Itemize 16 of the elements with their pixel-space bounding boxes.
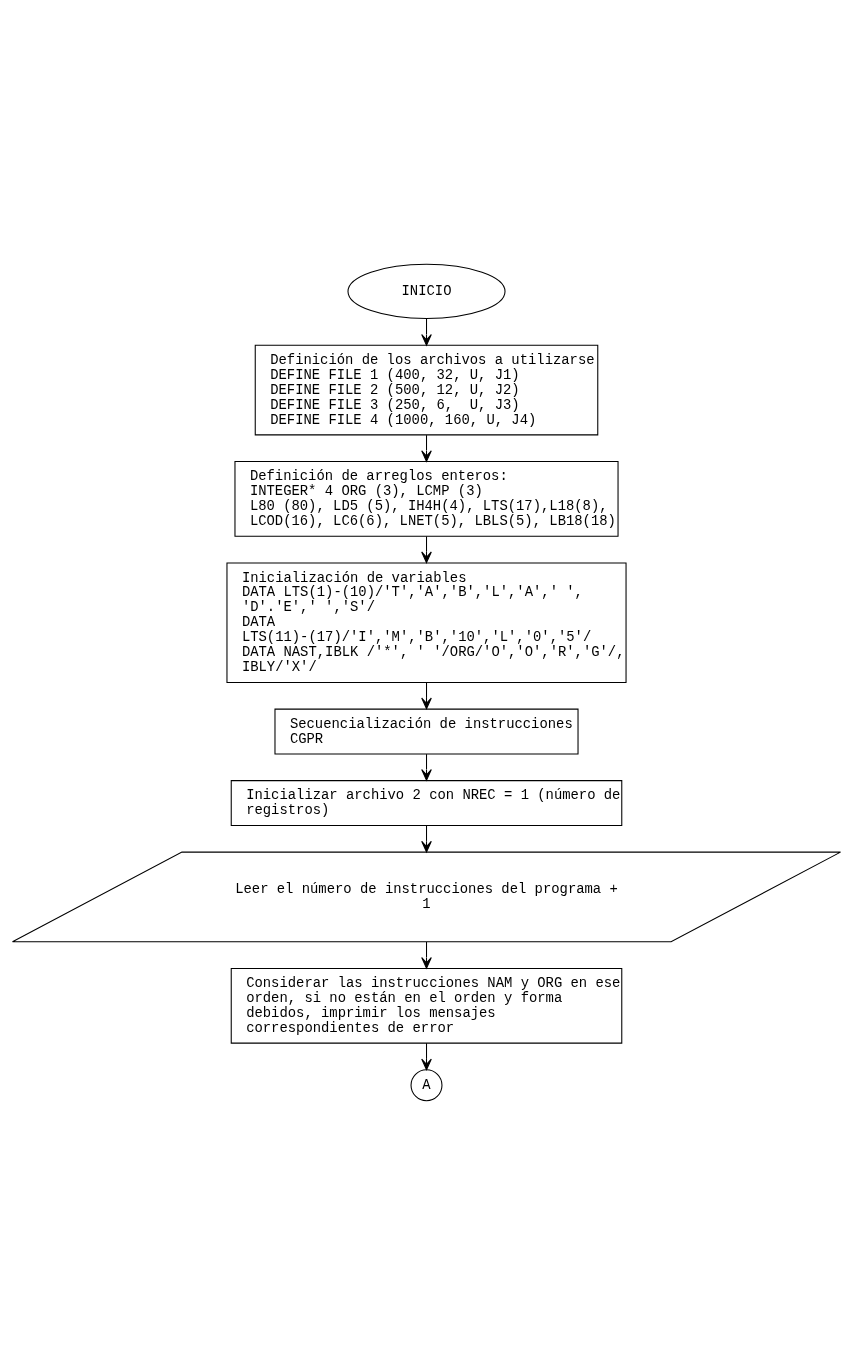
node-box: Secuencialización de instrucciones CGPR (274, 708, 579, 754)
arrow (421, 940, 432, 969)
arrow (421, 317, 432, 346)
node-box: Definición de arreglos enteros: INTEGER* 4 ORG (3), LCMP (3) L80 (80), LD5 (5), IH4H(4), LTS(17),L18(8), LCOD(16), LC6(6), LNET(5), LBLS(5), LB18(18) (234, 460, 619, 537)
node-circle: A (410, 1068, 443, 1101)
arrow (421, 434, 432, 462)
arrow (421, 824, 432, 852)
arrow (421, 681, 432, 709)
arrow (421, 753, 432, 781)
node-box: Definición de los archivos a utilizarse DEFINE FILE 1 (400, 32, U, J1) DEFINE FILE 2 (500, 12, U, J2) DEFINE FILE 3 (250, 6, U, J3) DEFINE FILE 4 (1000, 160, U, J4) (254, 344, 599, 435)
node-box: Considerar las instrucciones NAM y ORG en ese orden, si no están en el orden y forma debidos, imprimir los mensajes correspondientes de error (230, 967, 623, 1044)
node-box: Inicializar archivo 2 con NREC = 1 (número de registros) (230, 779, 623, 826)
node-ellipse: INICIO (347, 263, 506, 319)
arrow (421, 535, 432, 563)
arrow (421, 1042, 432, 1070)
node-box: Inicialización de variables DATA LTS(1)-(10)/'T','A','B','L','A',' ', 'D'.'E',' ','S'/ DATA LTS(11)-(17)/'I','M','B','10','L','0','5'/ DATA NAST,IBLK /'*', ' '/ORG/'O','O','R','G'/, IBLY/'X'/ (226, 561, 627, 683)
